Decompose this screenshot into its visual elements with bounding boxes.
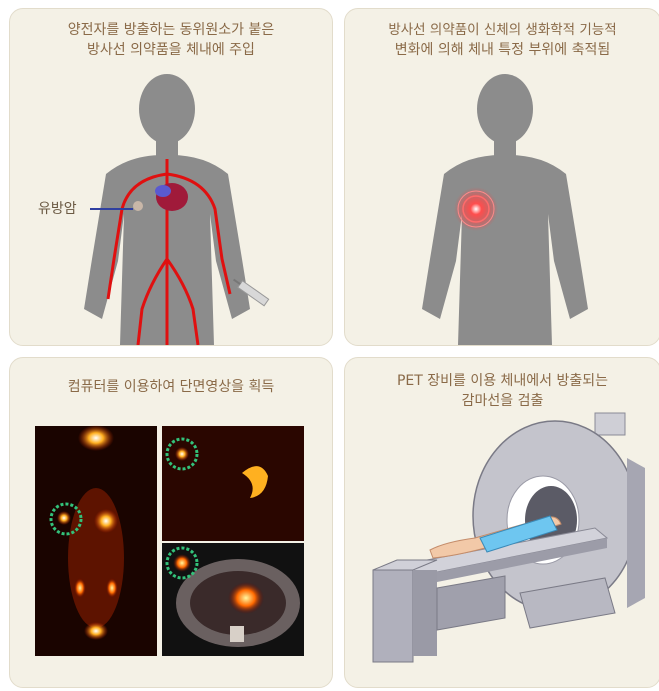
panel-injection: 양전자를 방출하는 동위원소가 붙은 방사선 의약품을 체내에 주입 유방암 (9, 8, 333, 346)
body-silhouette (422, 74, 588, 345)
pet-images (10, 358, 332, 687)
tumor-spot (133, 201, 143, 211)
accumulation-illustration (345, 9, 659, 345)
tumor-glow (454, 187, 498, 231)
axial-pet-image-top (162, 426, 304, 541)
injection-illustration (10, 9, 332, 345)
panel-scanner: PET 장비를 이용 체내에서 방출되는 감마선을 검출 (344, 357, 659, 688)
pet-scanner-icon (345, 358, 659, 687)
panel-imaging: 컴퓨터를 이용하여 단면영상을 획득 (9, 357, 333, 688)
breast-cancer-label: 유방암 (38, 198, 77, 218)
panel-accumulation: 방사선 의약품이 신체의 생화학적 기능적 변화에 의해 체내 특정 부위에 축… (344, 8, 659, 346)
